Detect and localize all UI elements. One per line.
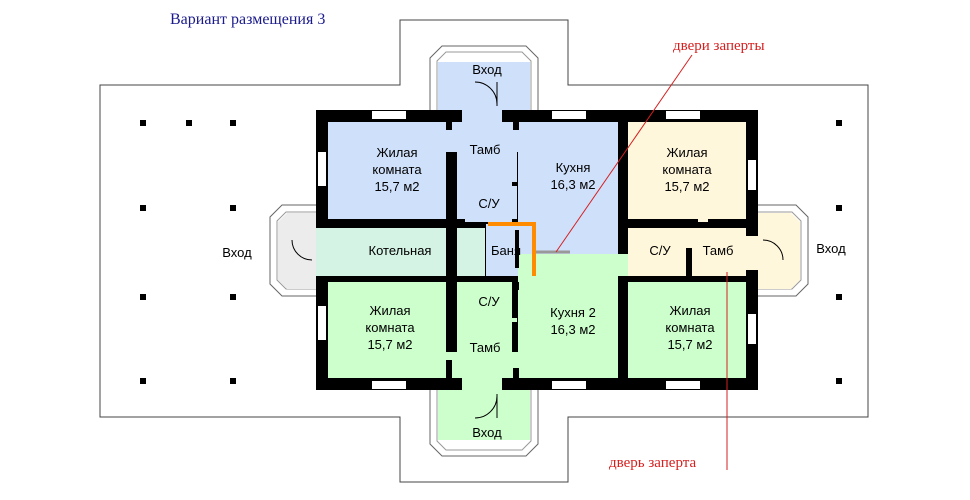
porch-top-inner: [436, 51, 532, 110]
note-door-locked: дверь заперта: [609, 455, 696, 471]
room-kitchen-top-l2: 16,3 м2: [550, 177, 595, 192]
interior-wall-segment: [708, 219, 746, 225]
interior-wall-segment: [328, 276, 446, 282]
zone-living-top-right: [628, 122, 746, 222]
room-living-top-right-l1: Жилая: [666, 145, 707, 160]
room-living-bottom-right-l2: комната: [665, 320, 715, 335]
interior-wall-segment: [513, 122, 519, 130]
entrance-right-label: Вход: [816, 241, 846, 256]
entrance-top-label: Вход: [472, 62, 502, 77]
room-tamb-top: Тамб: [470, 142, 501, 157]
terrace-pillars: [140, 120, 842, 384]
interior-wall-segment: [457, 276, 485, 282]
door-swings: [291, 81, 784, 419]
interior-wall-segment: [512, 182, 518, 186]
porch-left-fill: [278, 213, 318, 289]
porch-top-fill: [438, 62, 530, 110]
room-tamb-right: Тамб: [703, 243, 734, 258]
zone-boiler: [316, 228, 446, 276]
zone-living-bottom-left: [328, 282, 446, 378]
zone-living-bottom-right: [628, 282, 746, 378]
room-bath: Баня: [491, 243, 521, 258]
room-wc-bottom: С/У: [478, 294, 500, 309]
room-living-top-left-l1: Жилая: [376, 145, 417, 160]
interior-wall-segment: [446, 182, 457, 186]
porch-left: [269, 204, 318, 297]
room-living-bottom-left-l2: комната: [365, 320, 415, 335]
room-tamb-bottom: Тамб: [470, 340, 501, 355]
interior-wall-segment: [446, 222, 457, 282]
porch-bottom-inner: [436, 390, 532, 451]
doorway-right: [746, 236, 758, 270]
doorway-top: [462, 110, 502, 122]
interior-wall-segment: [457, 219, 465, 225]
room-living-bottom-right-l3: 15,7 м2: [667, 337, 712, 352]
porch-top: [429, 45, 539, 110]
pointer-doors-locked: [555, 54, 693, 253]
room-wc-right: С/У: [649, 243, 671, 258]
interior-wall-segment: [512, 322, 518, 352]
entrance-bottom-label: Вход: [472, 425, 502, 440]
zone-corridor-mid: [457, 228, 485, 276]
interior-walls: [328, 122, 746, 378]
room-kitchen-bottom-l1: Кухня 2: [550, 305, 596, 320]
interior-wall-segment: [628, 219, 698, 225]
room-kitchen-top-l1: Кухня: [556, 160, 591, 175]
windows: [318, 111, 756, 389]
porch-right-fill: [748, 213, 800, 289]
porch-bottom: [429, 390, 539, 457]
doorway-left: [316, 236, 328, 270]
porch-right: [748, 204, 809, 297]
interior-wall-segment: [515, 230, 519, 268]
room-kitchen-bottom-l2: 16,3 м2: [550, 322, 595, 337]
doorway-bottom: [462, 378, 502, 390]
note-doors-locked: двери заперты: [673, 38, 765, 54]
interior-wall-segment: [512, 314, 518, 318]
plan-title: Вариант размещения 3: [170, 11, 325, 28]
porch-bottom-fill: [438, 390, 530, 440]
interior-wall-segment: [446, 152, 457, 182]
zone-living-top-left: [328, 122, 446, 222]
zone-tamb-bottom: [446, 352, 518, 378]
bath-wall: [488, 222, 536, 276]
interior-wall-segment: [446, 122, 452, 130]
zone-wc-bottom: [457, 282, 517, 352]
zone-corridor-low: [532, 254, 628, 276]
interior-wall-segment: [618, 276, 628, 378]
interior-wall-segment: [446, 360, 452, 378]
room-living-top-left-l3: 15,7 м2: [374, 179, 419, 194]
room-living-top-left-l2: комната: [372, 162, 422, 177]
room-living-bottom-left-l1: Жилая: [369, 303, 410, 318]
room-living-bottom-right-l1: Жилая: [669, 303, 710, 318]
interior-wall-segment: [446, 318, 457, 352]
interior-wall-segment: [512, 282, 518, 314]
room-wc-top: С/У: [478, 196, 500, 211]
interior-wall-segment: [628, 276, 746, 282]
entrance-left-label: Вход: [222, 245, 252, 260]
interior-wall-segment: [513, 368, 519, 378]
room-boiler: Котельная: [369, 243, 432, 258]
room-living-bottom-left-l3: 15,7 м2: [367, 337, 412, 352]
interior-wall-segment: [446, 314, 457, 318]
interior-wall-segment: [618, 122, 628, 246]
zone-tamb-top: [446, 122, 518, 152]
room-living-top-right-l3: 15,7 м2: [664, 179, 709, 194]
zone-wc-top: [457, 152, 517, 222]
interior-wall-segment: [328, 219, 446, 225]
room-living-top-right-l2: комната: [662, 162, 712, 177]
interior-wall-segment: [686, 248, 692, 276]
